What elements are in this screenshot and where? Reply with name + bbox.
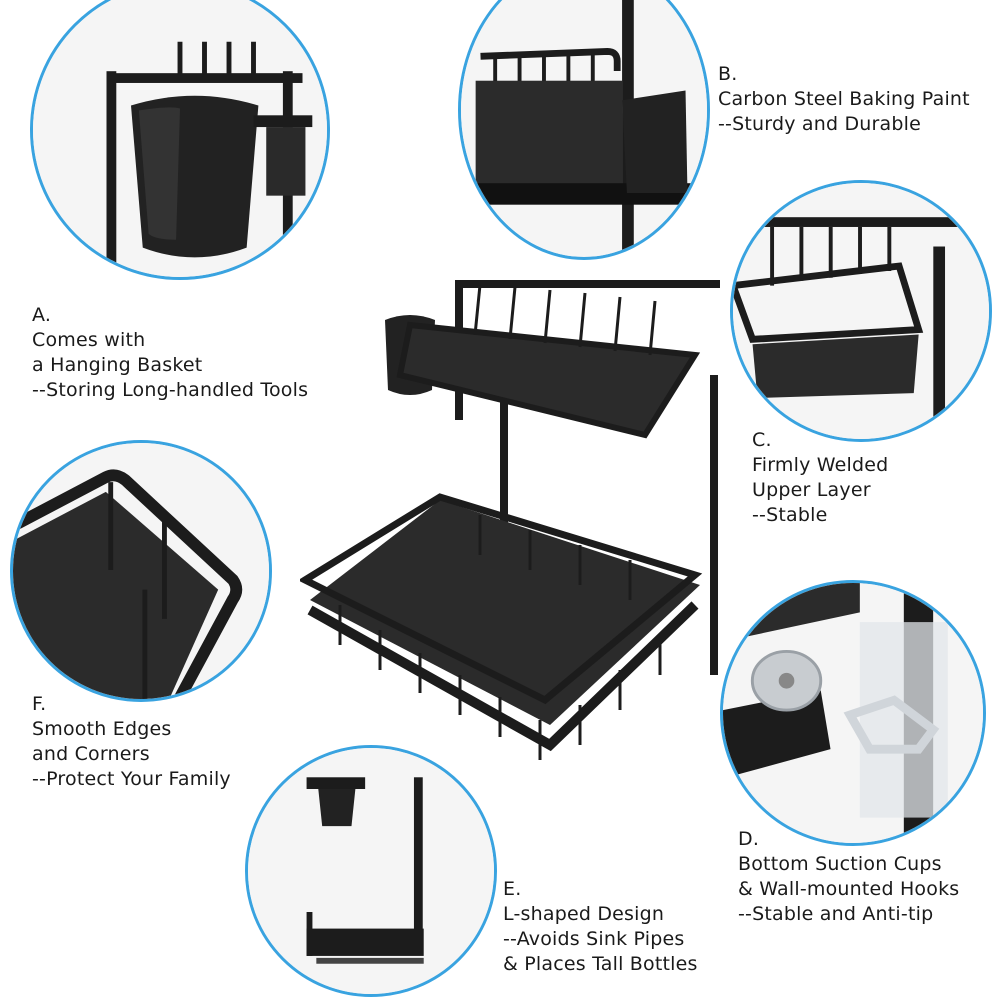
suction-cups-illustration	[723, 583, 983, 843]
feature-line: Firmly Welded	[752, 454, 889, 476]
feature-letter: D.	[738, 828, 760, 850]
smooth-edges-illustration	[13, 443, 269, 699]
feature-letter: C.	[752, 429, 772, 451]
feature-line: --Protect Your Family	[32, 768, 231, 790]
feature-label-f: F. Smooth Edges and Corners --Protect Yo…	[32, 692, 231, 792]
feature-line: --Stable and Anti-tip	[738, 903, 934, 925]
welded-layer-illustration	[733, 183, 989, 439]
feature-line: and Corners	[32, 743, 150, 765]
feature-line: --Storing Long-handled Tools	[32, 379, 309, 401]
hanging-cup-illustration	[33, 0, 327, 277]
feature-line: --Sturdy and Durable	[718, 113, 922, 135]
detail-circle-l-shaped-design	[245, 745, 497, 997]
feature-letter: A.	[32, 304, 52, 326]
feature-line: Smooth Edges	[32, 718, 172, 740]
carbon-steel-illustration	[461, 0, 707, 257]
feature-line: & Places Tall Bottles	[503, 953, 698, 975]
feature-line: Upper Layer	[752, 479, 871, 501]
rack-product-image	[300, 280, 720, 760]
detail-circle-welded-upper-layer	[730, 180, 992, 442]
feature-line: --Stable	[752, 504, 828, 526]
feature-line: Carbon Steel Baking Paint	[718, 88, 970, 110]
detail-circle-smooth-edges	[10, 440, 272, 702]
feature-label-e: E. L-shaped Design --Avoids Sink Pipes &…	[503, 877, 698, 977]
detail-circle-hanging-basket	[30, 0, 330, 280]
feature-line: --Avoids Sink Pipes	[503, 928, 685, 950]
feature-label-c: C. Firmly Welded Upper Layer --Stable	[752, 428, 888, 528]
detail-circle-carbon-steel	[458, 0, 710, 260]
feature-label-d: D. Bottom Suction Cups & Wall-mounted Ho…	[738, 827, 959, 927]
detail-circle-suction-cups	[720, 580, 986, 846]
feature-line: L-shaped Design	[503, 903, 665, 925]
feature-letter: F.	[32, 693, 47, 715]
feature-line: a Hanging Basket	[32, 354, 203, 376]
feature-letter: B.	[718, 63, 738, 85]
feature-label-b: B. Carbon Steel Baking Paint --Sturdy an…	[718, 62, 970, 137]
feature-letter: E.	[503, 878, 522, 900]
feature-line: Comes with	[32, 329, 146, 351]
feature-line: Bottom Suction Cups	[738, 853, 942, 875]
l-shape-illustration	[248, 748, 494, 994]
feature-label-a: A. Comes with a Hanging Basket --Storing…	[32, 303, 308, 403]
feature-line: & Wall-mounted Hooks	[738, 878, 960, 900]
